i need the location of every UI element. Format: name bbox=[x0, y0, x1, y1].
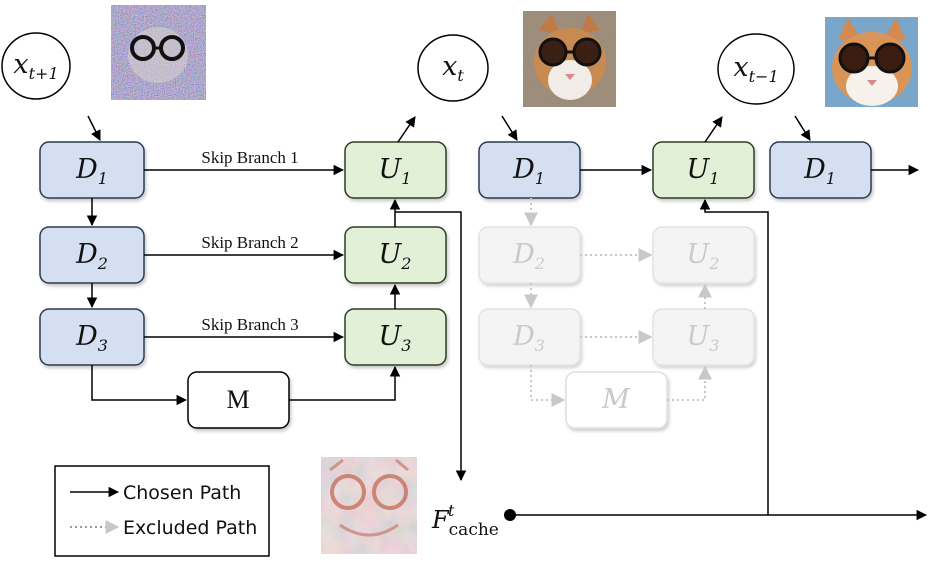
noisy-cat-image bbox=[111, 5, 206, 100]
svg-text:D3: D3 bbox=[75, 321, 108, 355]
arrow-m-to-u3 bbox=[289, 365, 401, 401]
svg-text:D1: D1 bbox=[75, 154, 108, 188]
right-encoder-d2-base: D bbox=[512, 239, 535, 270]
right-encoder-d2: D2 bbox=[478, 226, 581, 284]
left-decoder-u3-sub: 3 bbox=[401, 336, 411, 355]
svg-text:U1: U1 bbox=[687, 154, 720, 188]
left-decoder-u3-base: U bbox=[379, 321, 403, 352]
right-next-encoder-d1: D1 bbox=[769, 141, 872, 199]
right-decoder-u1-base: U bbox=[687, 154, 711, 185]
svg-text:xt: xt bbox=[442, 51, 464, 85]
svg-text:U2: U2 bbox=[379, 239, 412, 273]
cached-feature-map-image bbox=[321, 457, 417, 554]
left-decoder-u1: U1 bbox=[344, 141, 447, 199]
arrow-xt-to-right-d1 bbox=[501, 115, 518, 141]
cache-sub: cache bbox=[449, 520, 499, 540]
node-x-t-base: x bbox=[442, 51, 457, 82]
skip-branch-1-label: Skip Branch 1 bbox=[201, 148, 298, 167]
left-decoder-u2-base: U bbox=[379, 239, 403, 270]
right-encoder-d1-base: D bbox=[512, 154, 535, 185]
right-encoder-d1: D1 bbox=[478, 141, 581, 199]
clean-cat-image bbox=[825, 17, 918, 107]
left-encoder-d2-base: D bbox=[75, 239, 98, 270]
svg-text:Fcache: Fcache bbox=[431, 506, 499, 540]
right-encoder-d3-sub: 3 bbox=[535, 336, 545, 355]
right-decoder-u3-sub: 3 bbox=[709, 336, 719, 355]
partially-denoised-cat-image bbox=[523, 11, 616, 107]
right-next-encoder-d1-sub: 1 bbox=[826, 169, 836, 188]
svg-text:D1: D1 bbox=[803, 154, 836, 188]
node-x-t-sub: t bbox=[457, 66, 464, 85]
left-encoder-d1-base: D bbox=[75, 154, 98, 185]
legend-excluded-label: Excluded Path bbox=[123, 517, 257, 539]
left-decoder-u1-base: U bbox=[379, 154, 403, 185]
right-middle-block: M bbox=[565, 371, 668, 429]
arrow-right-u1-to-xtm1 bbox=[704, 116, 723, 143]
cache-sup: t bbox=[448, 501, 455, 520]
arrow-u1-to-xt bbox=[397, 116, 416, 143]
right-decoder-u3: U3 bbox=[652, 308, 755, 366]
left-encoder-d3-sub: 3 bbox=[98, 336, 108, 355]
node-x-t-minus-1: xt−1 bbox=[717, 33, 795, 105]
node-x-t-minus-1-sub: t−1 bbox=[749, 67, 779, 86]
node-x-t-plus-1: xt+1 bbox=[1, 32, 71, 100]
node-x-t-plus-1-base: x bbox=[13, 49, 28, 80]
excluded-m-to-u3 bbox=[667, 365, 712, 401]
left-encoder-d1-sub: 1 bbox=[98, 169, 108, 188]
right-decoder-u1-sub: 1 bbox=[709, 169, 719, 188]
legend: Chosen Path Excluded Path bbox=[54, 465, 270, 557]
left-decoder-u3: U3 bbox=[344, 308, 447, 366]
left-encoder-d1: D1 bbox=[39, 141, 145, 199]
left-decoder-u1-sub: 1 bbox=[401, 169, 411, 188]
svg-text:D3: D3 bbox=[512, 321, 545, 355]
feature-cache: Fcache t bbox=[431, 501, 928, 540]
svg-text:U3: U3 bbox=[687, 321, 720, 355]
node-x-t-plus-1-sub: t+1 bbox=[29, 64, 59, 83]
excluded-d3-to-m bbox=[530, 365, 566, 407]
arrow-cache-to-right-u1 bbox=[699, 198, 769, 515]
svg-text:xt−1: xt−1 bbox=[733, 52, 778, 86]
left-unet: D1 D2 D3 U1 U2 U3 M bbox=[39, 115, 467, 482]
right-unet: D1 D2 D3 U1 U2 U3 M D1 bbox=[478, 115, 920, 515]
right-encoder-d2-sub: 2 bbox=[534, 254, 545, 273]
right-encoder-d1-sub: 1 bbox=[535, 169, 545, 188]
right-decoder-u1: U1 bbox=[652, 141, 755, 199]
left-middle-label: M bbox=[226, 385, 249, 414]
right-next-encoder-d1-base: D bbox=[803, 154, 826, 185]
left-encoder-d3: D3 bbox=[39, 308, 145, 366]
right-decoder-u2-sub: 2 bbox=[708, 254, 719, 273]
svg-text:D2: D2 bbox=[75, 239, 108, 273]
skip-branch-3-label: Skip Branch 3 bbox=[201, 315, 298, 334]
left-decoder-u2: U2 bbox=[344, 226, 447, 284]
cache-base: F bbox=[431, 506, 450, 534]
svg-text:D2: D2 bbox=[512, 239, 545, 273]
svg-text:U3: U3 bbox=[379, 321, 412, 355]
skip-branch-2-label: Skip Branch 2 bbox=[201, 233, 298, 252]
right-middle-label: M bbox=[601, 384, 631, 415]
legend-chosen-label: Chosen Path bbox=[123, 482, 241, 504]
arrow-d3-to-m bbox=[91, 365, 188, 406]
right-encoder-d3: D3 bbox=[478, 308, 581, 366]
right-encoder-d3-base: D bbox=[512, 321, 535, 352]
left-encoder-d3-base: D bbox=[75, 321, 98, 352]
arrow-xtm1-to-next-d1 bbox=[794, 115, 811, 141]
left-decoder-u2-sub: 2 bbox=[400, 254, 411, 273]
svg-text:D1: D1 bbox=[512, 154, 545, 188]
svg-text:U2: U2 bbox=[687, 239, 720, 273]
right-decoder-u2-base: U bbox=[687, 239, 711, 270]
left-middle-block: M bbox=[187, 371, 290, 429]
svg-text:U1: U1 bbox=[379, 154, 412, 188]
node-x-t: xt bbox=[417, 34, 489, 102]
arrow-u1-to-cache bbox=[395, 211, 467, 482]
right-decoder-u2: U2 bbox=[652, 226, 755, 284]
arrow-input-to-d1 bbox=[87, 115, 101, 141]
node-x-t-minus-1-base: x bbox=[733, 52, 748, 83]
svg-text:xt+1: xt+1 bbox=[13, 49, 58, 83]
right-decoder-u3-base: U bbox=[687, 321, 711, 352]
left-encoder-d2: D2 bbox=[39, 226, 145, 284]
left-encoder-d2-sub: 2 bbox=[97, 254, 108, 273]
